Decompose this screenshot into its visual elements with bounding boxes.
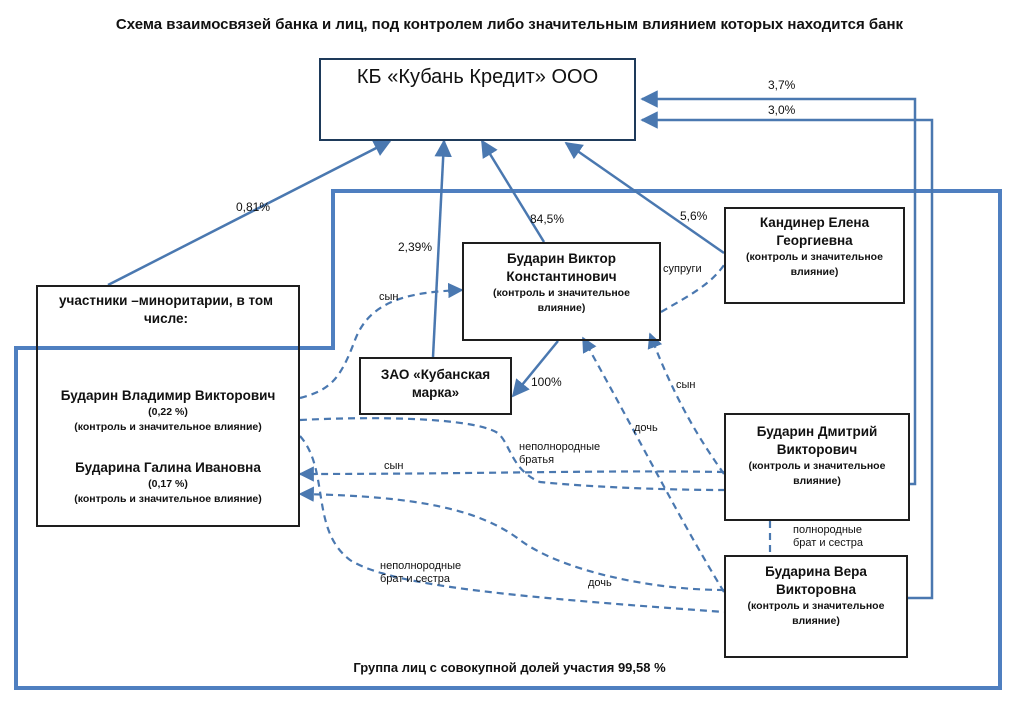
- galina-block: Бударина Галина Ивановна (0,17 %) (контр…: [40, 459, 296, 507]
- kandiner-box: [724, 207, 905, 304]
- arrow-vera-bank: [640, 111, 934, 600]
- viktor-name-line2: Константинович: [506, 269, 617, 284]
- vladimir-block: Бударин Владимир Викторович (0,22 %) (ко…: [40, 387, 296, 435]
- viktor-note-line1: (контроль и значительное: [493, 287, 630, 299]
- group-caption: Группа лиц с совокупной долей участия 99…: [353, 660, 666, 675]
- dmitriy-name-line2: Викторович: [776, 442, 858, 457]
- dmitriy-note-line1: (контроль и значительное: [748, 460, 886, 472]
- rel-son-vladimir-viktor: [299, 282, 464, 400]
- galina-share: (0,17 %): [148, 478, 188, 490]
- bank-name: КБ «Кубань Кредит» ООО: [356, 66, 599, 88]
- dmitriy-note-line2: влияние): [793, 475, 841, 487]
- vera-box: [724, 555, 908, 658]
- kandiner-note-line2: влияние): [790, 266, 839, 278]
- label-full-siblings: полнородные брат и сестра: [793, 524, 863, 550]
- rel-son-dmitriy-viktor: [647, 332, 725, 475]
- minority-box: [36, 285, 300, 527]
- rel-daughter-vera-galina: [298, 486, 725, 592]
- kubanskaya-box: [359, 357, 512, 415]
- label-son-dmitriy-viktor: сын: [676, 379, 696, 391]
- rel-half-sibling: [299, 435, 725, 614]
- kubanskaya-name-line2: марка»: [411, 385, 460, 400]
- kubanskaya-block: ЗАО «Кубанская марка»: [361, 366, 510, 402]
- vera-name-line2: Викторовна: [776, 582, 856, 597]
- rel-half-brothers: [299, 417, 725, 492]
- galina-name: Бударина Галина Ивановна: [75, 460, 261, 475]
- share-viktor-kubanskaya: 100%: [531, 375, 562, 389]
- dmitriy-block: Бударин Дмитрий Викторович (контроль и з…: [726, 423, 908, 489]
- vladimir-note: (контроль и значительное влияние): [74, 421, 262, 433]
- vera-note-line2: влияние): [792, 615, 840, 627]
- rel-daughter-vera-viktor: [582, 336, 725, 593]
- arrow-viktor-bank: [480, 139, 546, 243]
- group-frame: [14, 189, 1002, 690]
- share-vera: 3,0%: [768, 103, 796, 117]
- vera-block: Бударина Вера Викторовна (контроль и зна…: [726, 563, 906, 629]
- share-kandiner: 5,6%: [680, 209, 708, 223]
- minority-heading: участники –миноритарии, в том числе:: [59, 293, 273, 326]
- arrow-viktor-kubanskaya: [511, 340, 559, 398]
- arrow-kandiner-bank: [564, 141, 725, 255]
- label-half-brothers: неполнородные братья: [519, 441, 600, 467]
- kandiner-block: Кандинер Елена Георгиевна (контроль и зн…: [726, 214, 903, 280]
- label-full-siblings-line1: полнородные: [793, 524, 862, 536]
- label-full-siblings-line2: брат и сестра: [793, 537, 863, 549]
- share-dmitriy: 3,7%: [768, 78, 796, 92]
- share-kubanskaya: 2,39%: [398, 240, 433, 254]
- label-daughter-vera-galina: дочь: [588, 577, 612, 589]
- rel-son-dmitriy-galina: [298, 466, 725, 482]
- rel-spouses: [660, 264, 725, 313]
- label-son-dmitriy-galina: сын: [384, 460, 404, 472]
- label-spouses: супруги: [663, 263, 702, 275]
- label-half-sibling-line2: брат и сестра: [380, 573, 450, 585]
- arrow-kubanskaya-bank: [431, 139, 452, 358]
- label-half-sibling-line1: неполнородные: [380, 560, 462, 572]
- kubanskaya-name-line1: ЗАО «Кубанская: [380, 367, 491, 382]
- share-viktor: 84,5%: [530, 212, 565, 226]
- vladimir-share: (0,22 %): [148, 406, 188, 418]
- bank-box: [319, 58, 636, 141]
- diagram-title: Схема взаимосвязей банка и лиц, под конт…: [115, 16, 904, 33]
- label-half-brothers-line1: неполнородные: [519, 441, 601, 453]
- galina-note: (контроль и значительное влияние): [74, 493, 262, 505]
- label-half-brothers-line2: братья: [519, 454, 555, 466]
- viktor-box: [462, 242, 661, 341]
- arrow-minority-bank: [107, 139, 392, 287]
- vladimir-name: Бударин Владимир Викторович: [60, 388, 276, 403]
- label-half-sibling: неполнородные брат и сестра: [380, 560, 461, 586]
- vera-note-line1: (контроль и значительное: [747, 600, 885, 612]
- dmitriy-box: [724, 413, 910, 521]
- share-minority: 0,81%: [236, 200, 271, 214]
- kandiner-name-line1: Кандинер Елена: [759, 215, 870, 230]
- viktor-note-line2: влияние): [537, 302, 586, 314]
- dmitriy-name-line1: Бударин Дмитрий: [756, 424, 878, 439]
- viktor-name-line1: Бударин Виктор: [507, 251, 616, 266]
- vera-name-line1: Бударина Вера: [765, 564, 867, 579]
- arrow-dmitriy-bank: [640, 90, 917, 486]
- kandiner-note-line1: (контроль и значительное: [746, 251, 883, 263]
- viktor-block: Бударин Виктор Константинович (контроль …: [464, 250, 659, 316]
- kandiner-name-line2: Георгиевна: [776, 233, 853, 248]
- label-daughter-vera-viktor: дочь: [634, 422, 658, 434]
- label-son-viktor: сын: [379, 291, 399, 303]
